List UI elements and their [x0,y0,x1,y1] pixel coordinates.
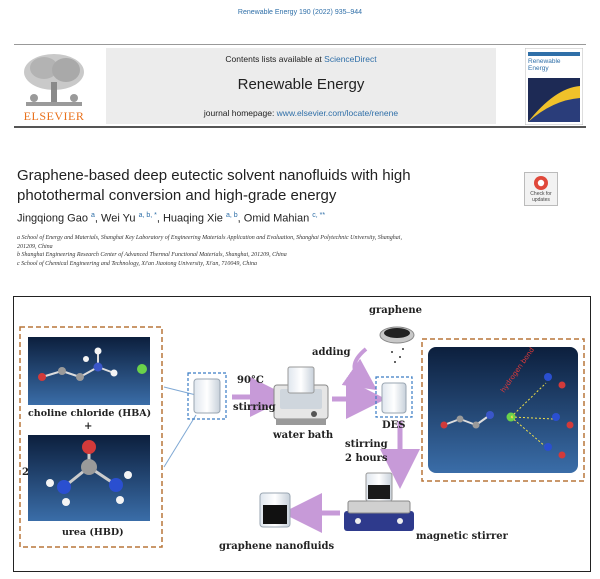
check-updates-icon [534,176,548,190]
graphene-label: graphene [369,305,422,316]
stirring-label: stirring [233,402,276,413]
author-affil-sup[interactable]: c, ** [312,212,326,219]
affiliation-c: c School of Chemical Engineering and Tec… [17,260,257,267]
stirring-2h-label-2: 2 hours [345,453,388,464]
adding-label: adding [312,347,351,358]
mixture-beaker [193,378,221,414]
citation-line[interactable]: Renewable Energy 190 (2022) 935–944 [237,9,363,16]
journal-cover[interactable]: Renewable Energy [524,47,584,126]
elsevier-logo: ELSEVIER [14,50,94,124]
hba-label: choline chloride (HBA) [28,408,152,419]
reactants-frame [19,326,163,548]
journal-homepage: journal homepage: www.elsevier.com/locat… [106,108,496,118]
author-affil-sup[interactable]: a, b [225,212,238,219]
contents-prefix: Contents lists available at [225,54,325,64]
check-for-updates-button[interactable]: Check for updates [524,172,558,206]
des-label: DES [382,420,406,431]
water-bath-icon [273,366,329,425]
des-beaker [381,382,407,414]
author-name[interactable]: Omid Mahian [243,212,310,225]
water-bath-label: water bath [273,430,334,441]
journal-header: ELSEVIER Contents lists available at Sci… [14,44,586,128]
graphical-abstract-figure: hydrogen bond [19,326,585,548]
urea-molecule [46,440,132,506]
author-affil-sup[interactable]: a [91,212,95,219]
author-list: Jingqiong Gao a, Wei Yu a, b, *, Huaqing… [17,212,326,225]
affiliations: a School of Energy and Materials, Shangh… [17,234,577,268]
header-rule-bottom [14,126,586,128]
ratio-label: 2 [22,467,29,478]
des-molecule [440,373,574,459]
author-name[interactable]: Wei Yu [101,212,136,225]
product-label: graphene nanofluids [219,541,335,552]
journal-cover-image [524,47,584,126]
choline-molecule [38,347,147,381]
header-rule-top [14,44,586,45]
article-title-line2: photothermal conversion and high-grade e… [17,187,337,204]
homepage-prefix: journal homepage: [203,108,277,118]
magnetic-stirrer-label: magnetic stirrer [416,531,508,542]
stirring-2h-label-1: stirring [345,439,388,450]
sciencedirect-link[interactable]: ScienceDirect [324,54,377,64]
mixture-beaker-frame [187,372,227,420]
publisher-name: ELSEVIER [23,109,85,123]
cover-title: Renewable Energy [528,58,561,72]
homepage-link[interactable]: www.elsevier.com/locate/renene [276,108,399,118]
author-name[interactable]: Jingqiong Gao [17,212,88,225]
check-updates-label: Check for updates [530,191,552,203]
author-affil-sup[interactable]: a, b, * [138,212,157,219]
author-name[interactable]: Huaqing Xie [162,212,223,225]
affiliation-a: a School of Energy and Materials, Shangh… [17,235,402,241]
hbd-label: urea (HBD) [62,527,124,538]
contents-available: Contents lists available at ScienceDirec… [106,54,496,64]
graphical-abstract: hydrogen bond choline chloride (HBA) + 2… [13,296,591,572]
adding-arrow [341,347,378,391]
journal-banner: Contents lists available at ScienceDirec… [106,48,496,124]
magnetic-stirrer-icon [344,472,414,531]
journal-title: Renewable Energy [237,76,365,93]
des-structure-panel [428,347,578,473]
des-structure-frame [421,338,585,482]
article-title: Graphene-based deep eutectic solvent nan… [17,166,497,206]
elsevier-tree-icon [14,50,94,110]
temperature-label: 90°C [237,375,264,386]
affiliation-a-cont: 201209, China [17,243,53,250]
article-title-line1: Graphene-based deep eutectic solvent nan… [17,167,411,184]
des-beaker-frame [375,376,413,418]
affiliation-b: b Shanghai Engineering Research Center o… [17,252,287,258]
graphene-dish-icon [379,326,415,363]
plus-sign: + [84,421,93,432]
